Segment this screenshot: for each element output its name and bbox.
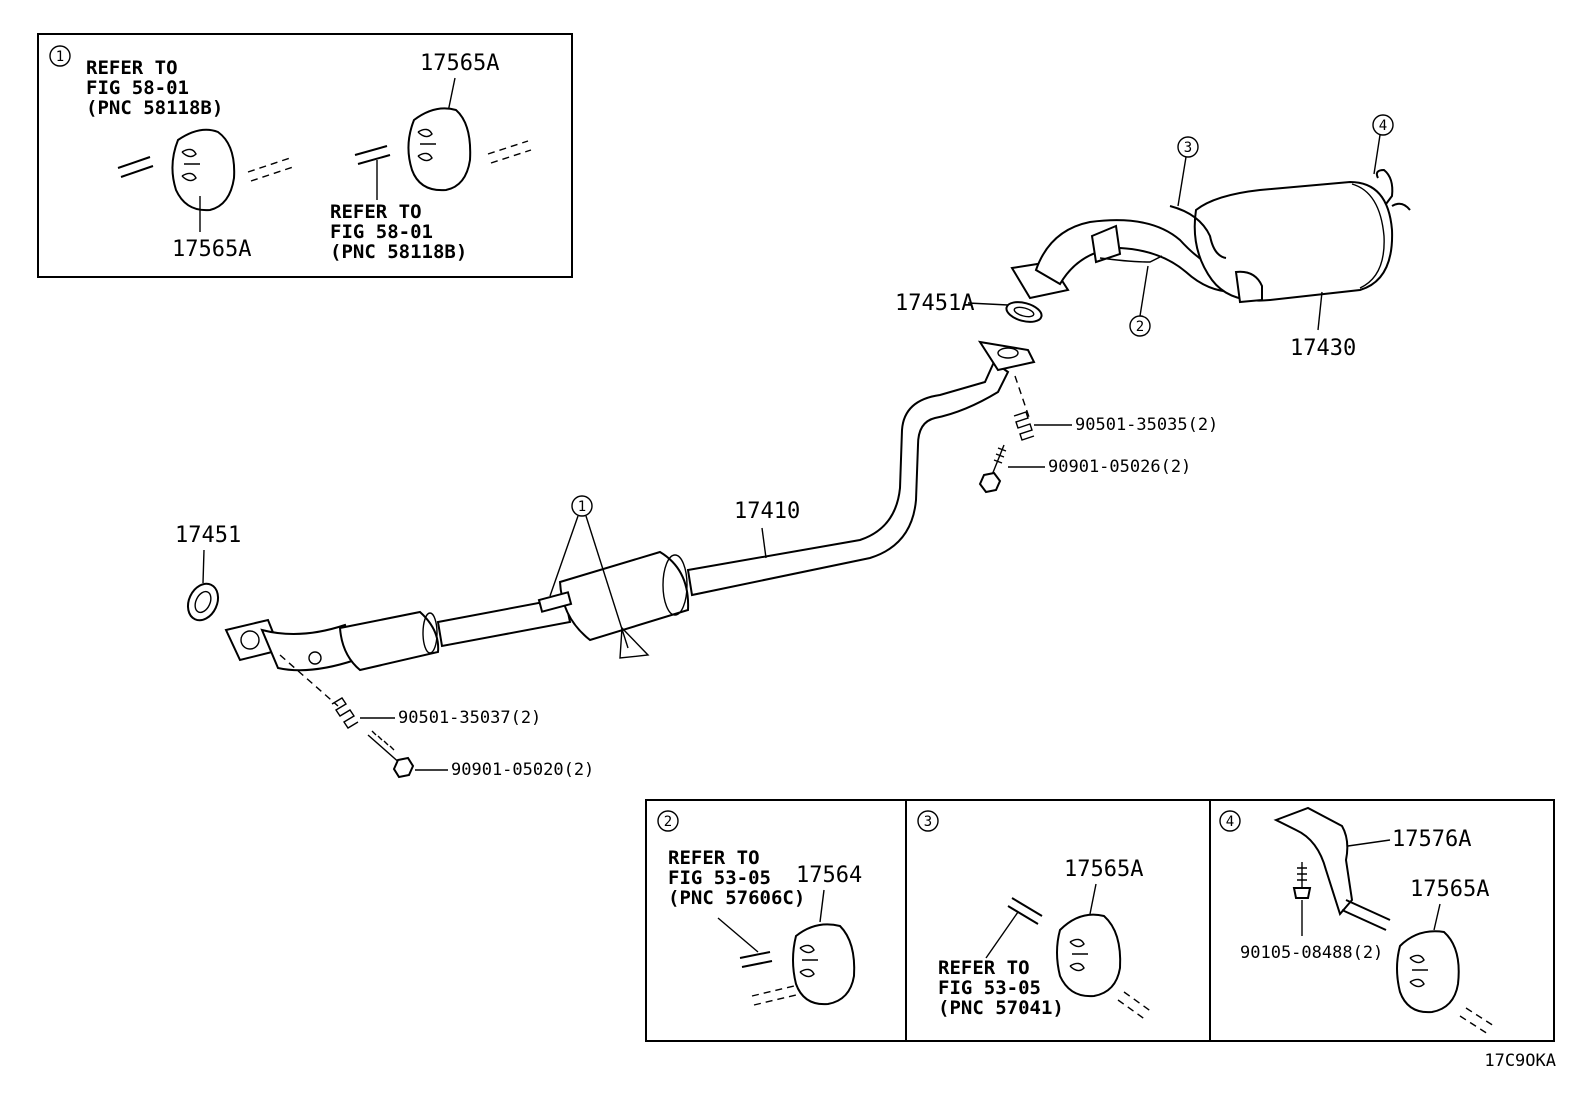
callout-4-number: 4 [1226, 814, 1234, 830]
bolt-rear-head [978, 471, 1002, 494]
callout-4-main-number: 4 [1379, 118, 1387, 134]
hanger-rubber-left [117, 128, 294, 212]
callout-1-number: 1 [56, 49, 64, 65]
part-90501-35037: 90501-35037(2) [398, 708, 541, 728]
callout-3-main-number: 3 [1184, 140, 1192, 156]
spring-rear [1013, 411, 1035, 441]
bracket-17576A [1273, 806, 1354, 917]
inset2-refer-line2: FIG 53-05 [668, 867, 771, 889]
inset2-refer-line3: (PNC 57606C) [668, 887, 805, 909]
bolt-front-head [392, 756, 415, 779]
inset2-refer-line1: REFER TO [668, 847, 760, 869]
inset-1-frame [37, 33, 573, 278]
inset3-refer-line3: (PNC 57041) [938, 997, 1064, 1019]
part-17565A-bottom: 17565A [172, 237, 251, 262]
front-pipe-17410 [686, 360, 1010, 597]
part-17564: 17564 [796, 863, 862, 888]
refer-mid-line1: REFER TO [330, 201, 422, 223]
part-17576A: 17576A [1392, 827, 1471, 852]
spring-front [331, 697, 359, 729]
callout-4-circle [1219, 810, 1241, 832]
callout-1-circle [49, 45, 71, 67]
refer-left-line2: FIG 58-01 [86, 77, 189, 99]
front-converter [338, 610, 440, 672]
part-90501-35035: 90501-35035(2) [1075, 415, 1218, 435]
part-90105-08488: 90105-08488(2) [1240, 943, 1383, 963]
callout-2-number: 2 [664, 814, 672, 830]
inset-4: 4 17576A 90105-08488(2) 17565A [1219, 806, 1495, 1035]
main-exhaust: 17451 17410 1 90501-35037 [175, 114, 1411, 780]
gasket-front [186, 582, 220, 622]
gasket-mid [1005, 301, 1043, 323]
inset-3: 3 17565A REFER TO FIG 53-05 (PNC 57041) [917, 810, 1153, 1021]
inset-1: 1 REFER TO FIG 58-01 (PNC 58118B) 17565A… [37, 33, 573, 278]
hanger-rubber-inset4 [1396, 930, 1460, 1014]
refer-left-line3: (PNC 58118B) [86, 97, 223, 119]
part-17451: 17451 [175, 523, 241, 548]
part-90901-05026: 90901-05026(2) [1048, 457, 1191, 477]
part-17565A-inset3: 17565A [1064, 857, 1143, 882]
bolt-inset4-head [1292, 887, 1312, 899]
callout-2-main-number: 2 [1136, 319, 1144, 335]
part-90901-05020: 90901-05020(2) [451, 760, 594, 780]
callout-4-main-circle [1372, 114, 1394, 136]
muffler-17430 [1193, 180, 1394, 302]
callout-1-main-number: 1 [578, 499, 586, 515]
part-17565A-top: 17565A [420, 51, 499, 76]
inset-2: 2 REFER TO FIG 53-05 (PNC 57606C) 17564 [657, 810, 862, 1006]
inset3-refer-line1: REFER TO [938, 957, 1030, 979]
refer-mid-line3: (PNC 58118B) [330, 241, 467, 263]
part-17430: 17430 [1290, 336, 1356, 361]
callout-3-main-circle [1177, 136, 1199, 158]
drawing-code: 17C9OKA [1484, 1051, 1556, 1071]
callout-3-circle [917, 810, 939, 832]
inset3-refer-line2: FIG 53-05 [938, 977, 1041, 999]
main-converter [558, 550, 690, 642]
refer-mid-line2: FIG 58-01 [330, 221, 433, 243]
bottom-insets-frame [645, 799, 1555, 1042]
hanger-rubber-inset3 [1056, 913, 1122, 998]
rear-flange [977, 340, 1036, 372]
mid-pipe [436, 596, 572, 648]
callout-1-main-circle [571, 495, 593, 517]
pipe-bracket [1090, 224, 1122, 264]
refer-left-line1: REFER TO [86, 57, 178, 79]
hanger-rubber-17564 [792, 923, 856, 1006]
bolt-front-shank [367, 734, 403, 766]
bottom-insets: 2 REFER TO FIG 53-05 (PNC 57606C) 17564 … [645, 799, 1555, 1042]
hanger-rubber-right [354, 107, 532, 192]
part-17451A: 17451A [895, 291, 974, 316]
part-17565A-inset4: 17565A [1410, 877, 1489, 902]
part-17410: 17410 [734, 499, 800, 524]
callout-2-circle [657, 810, 679, 832]
callout-3-number: 3 [924, 814, 932, 830]
converter-bracket [619, 626, 650, 659]
